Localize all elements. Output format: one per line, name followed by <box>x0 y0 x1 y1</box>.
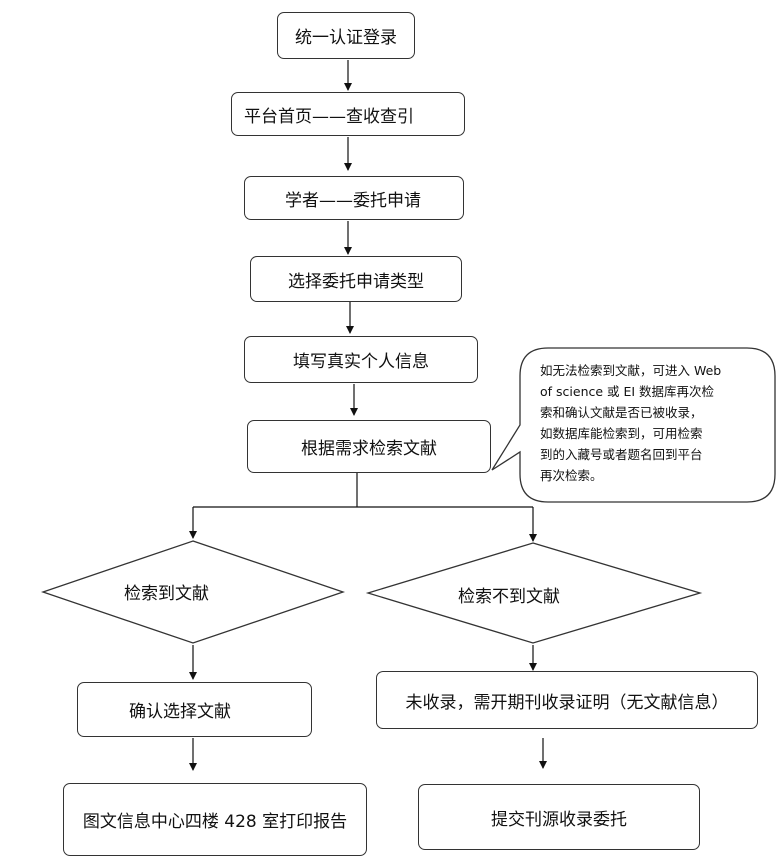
step-platform-home-label: 平台首页——查收查引 <box>244 106 414 127</box>
step-not-indexed: 未收录，需开期刊收录证明（无文献信息） <box>376 671 758 729</box>
step-select-type: 选择委托申请类型 <box>250 256 462 302</box>
step-login: 统一认证登录 <box>277 12 415 59</box>
decision-not-found-label: 检索不到文献 <box>458 587 560 607</box>
decision-found-diamond <box>40 540 346 644</box>
step-confirm-literature-label: 确认选择文献 <box>129 702 231 722</box>
step-confirm-literature: 确认选择文献 <box>77 682 312 737</box>
step-submit-commission: 提交刊源收录委托 <box>418 784 700 850</box>
step-fill-info: 填写真实个人信息 <box>244 336 478 383</box>
step-search: 根据需求检索文献 <box>247 420 491 473</box>
decision-found-label: 检索到文献 <box>124 584 209 604</box>
step-not-indexed-label: 未收录，需开期刊收录证明（无文献信息） <box>405 692 729 713</box>
decision-not-found-diamond <box>365 542 703 644</box>
step-submit-commission-label: 提交刊源收录委托 <box>491 809 627 830</box>
step-print-report: 图文信息中心四楼 428 室打印报告 <box>63 783 367 856</box>
step-scholar-request: 学者——委托申请 <box>244 176 464 220</box>
step-scholar-request-label: 学者——委托申请 <box>285 190 421 211</box>
step-select-type-label: 选择委托申请类型 <box>288 271 424 292</box>
step-search-label: 根据需求检索文献 <box>301 439 437 459</box>
callout-text: 如无法检索到文献，可进入 Web of science 或 EI 数据库再次检 … <box>540 363 722 483</box>
step-login-label: 统一认证登录 <box>295 28 397 48</box>
step-platform-home: 平台首页——查收查引 <box>231 92 465 136</box>
callout-bubble <box>491 347 776 503</box>
step-print-report-label: 图文信息中心四楼 428 室打印报告 <box>82 812 348 832</box>
step-fill-info-label: 填写真实个人信息 <box>293 352 429 372</box>
